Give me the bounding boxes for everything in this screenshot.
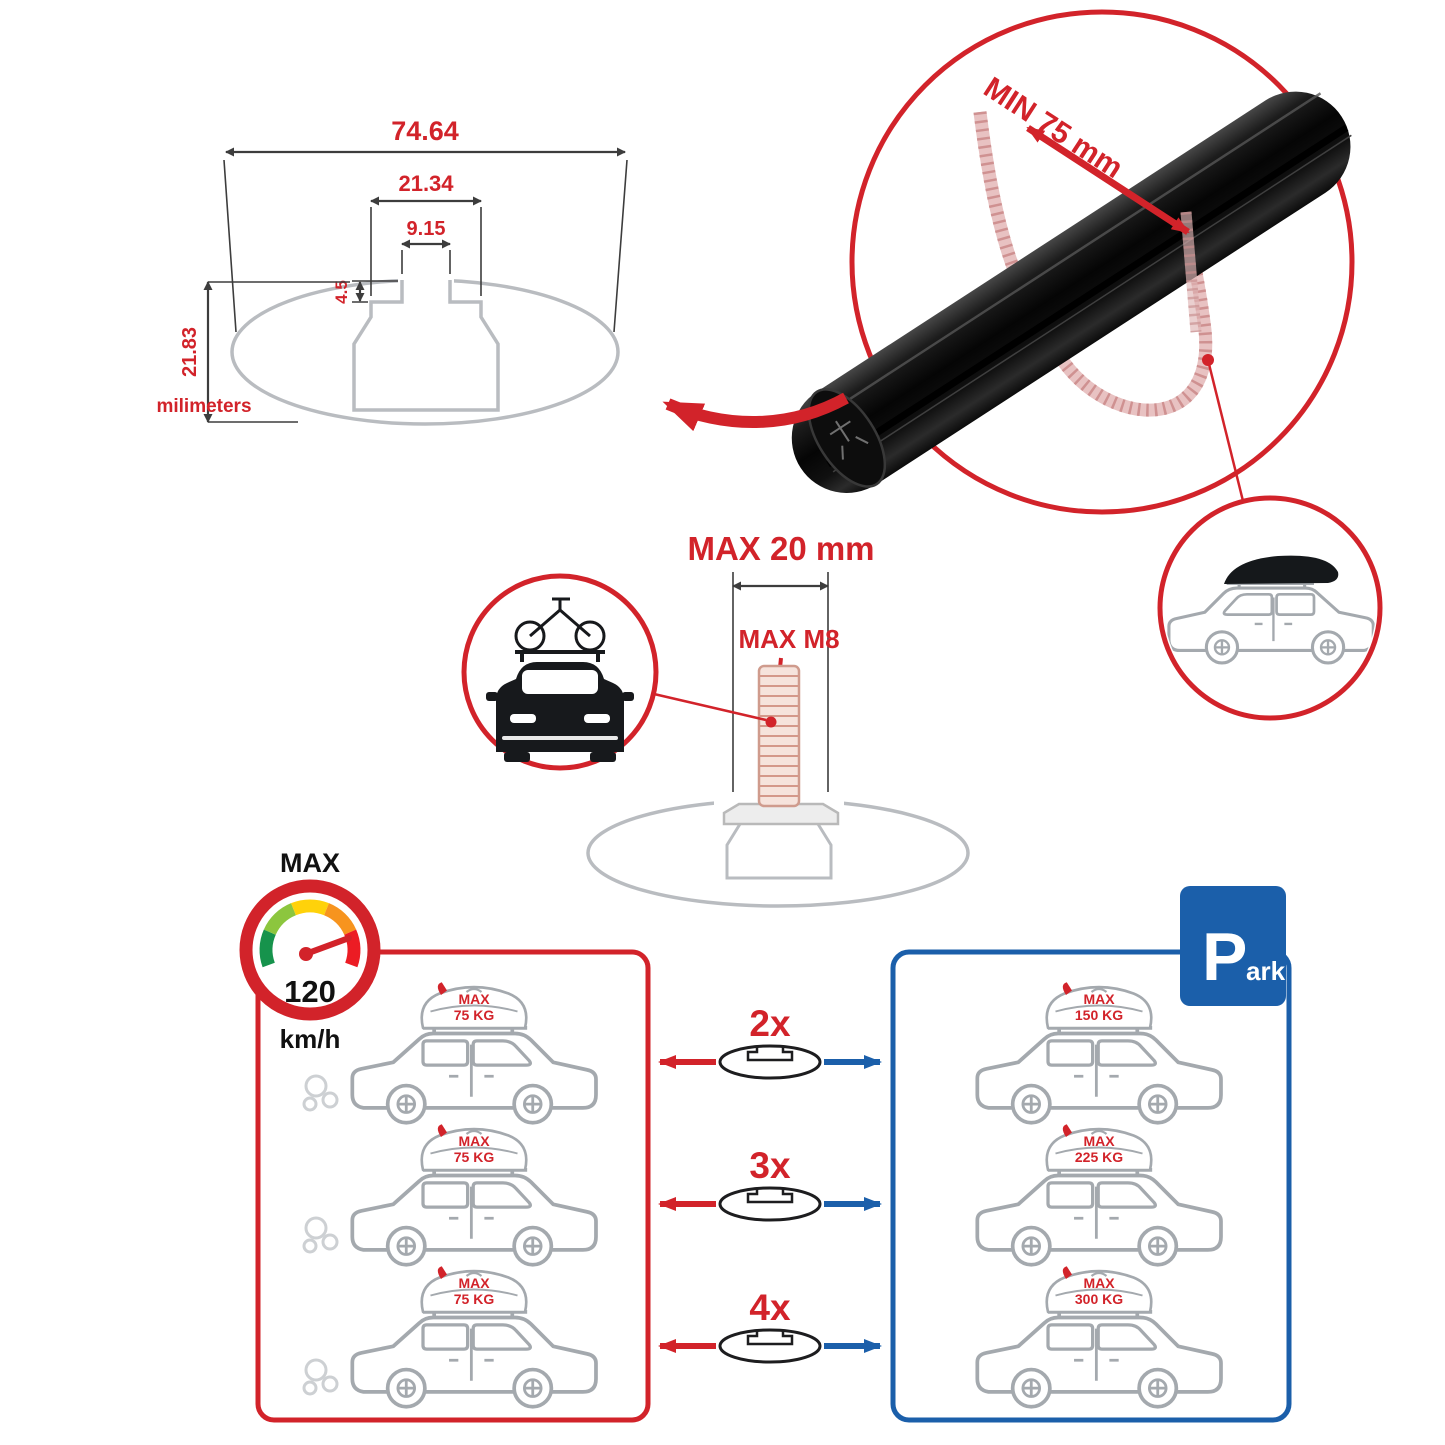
dim-total-width-value: 74.64 — [391, 116, 459, 146]
unit-label: milimeters — [156, 396, 251, 417]
bolt-width-ext — [732, 572, 829, 800]
bolt-spec-diagram: MAX 20 mm MAX M8 — [586, 530, 970, 908]
dim-opening-value: 9.15 — [407, 218, 446, 240]
min-span-arrow — [1026, 125, 1190, 235]
crossbar-count-2x: 2x — [658, 1003, 882, 1080]
dim-ext-lip — [352, 280, 398, 303]
clamp-pointer-line — [1206, 359, 1245, 502]
load-label: MAX — [458, 1275, 490, 1291]
load-value: 225 KG — [1075, 1149, 1123, 1165]
park-sign-letter: P — [1202, 919, 1247, 995]
detail-pointer-arrow — [662, 392, 849, 432]
gauge-max-label: MAX — [280, 848, 340, 878]
crossbar-count-3x: 3x — [658, 1145, 882, 1222]
load-value: 75 KG — [454, 1007, 495, 1023]
t-slot-nut — [722, 802, 840, 826]
parked-load-panel: MAX 150 KG MAX 225 KG MAX 300 KG P ark — [890, 886, 1292, 1423]
roofbox-suv-circle — [1157, 495, 1383, 721]
u-bolt-clamp — [973, 111, 1213, 417]
cross-section-dimension-diagram: 74.64 21.34 9.15 4.5 21.83 milimeters — [156, 116, 628, 426]
stud-pointer-dot — [765, 716, 777, 728]
bolt-max-length-label: MAX 20 mm — [687, 530, 874, 567]
load-label: MAX — [1083, 991, 1115, 1007]
park-sign-rest: ark — [1246, 956, 1286, 986]
bolt-max-thread-label: MAX M8 — [738, 624, 839, 654]
park-sign-plate — [1180, 886, 1286, 1006]
t-slot-channel-outline — [352, 280, 500, 412]
load-value: 150 KG — [1075, 1007, 1123, 1023]
load-label: MAX — [1083, 1133, 1115, 1149]
gauge-hub — [299, 947, 313, 961]
stud-threads — [759, 675, 799, 797]
multiplier-label: 4x — [749, 1287, 791, 1328]
bike-on-roof-icon — [514, 597, 606, 662]
dim-lip-value: 4.5 — [332, 280, 351, 304]
crossbar-detail-circle: MIN 75 mm — [662, 9, 1355, 515]
stud-pointer-line — [653, 692, 767, 722]
parked-car-row-2: MAX 225 KG — [975, 1122, 1223, 1267]
driving-car-row-3: MAX 75 KG — [302, 1264, 598, 1409]
parked-car-row-3: MAX 300 KG — [975, 1264, 1223, 1409]
multiplier-label: 2x — [749, 1003, 791, 1044]
crossbar-profile-ellipse — [230, 278, 620, 426]
profile-opening-mask — [398, 270, 454, 288]
parked-car-row-1: MAX 150 KG — [975, 980, 1223, 1125]
channel-web — [725, 823, 833, 880]
load-label: MAX — [458, 1133, 490, 1149]
dim-ext-opening — [401, 250, 451, 274]
driving-load-panel: MAX 75 KG MAX 75 KG MAX 75 KG — [255, 949, 651, 1423]
speed-limit-gauge: MAX 120 km/h — [239, 848, 381, 1054]
car-front-silhouette — [486, 662, 634, 762]
crossbar-count-4x: 4x — [658, 1287, 882, 1364]
gauge-color-arc — [259, 899, 361, 968]
park-sign: P ark — [1180, 886, 1286, 1006]
gauge-value: 120 — [284, 974, 336, 1009]
black-crossbar — [791, 91, 1352, 493]
driving-car-row-2: MAX 75 KG — [302, 1122, 598, 1267]
dim-ext-total-height — [208, 281, 350, 423]
driving-car-row-1: MAX 75 KG — [302, 980, 598, 1125]
dim-ext-total-width — [223, 159, 628, 333]
gauge-unit: km/h — [280, 1024, 341, 1054]
dim-total-height-value: 21.83 — [179, 327, 201, 377]
dim-channel-outer-value: 21.34 — [398, 171, 454, 196]
load-value: 75 KG — [454, 1149, 495, 1165]
bike-car-circle — [461, 573, 659, 771]
multiplier-label: 3x — [749, 1145, 791, 1186]
load-value: 75 KG — [454, 1291, 495, 1307]
load-label: MAX — [1083, 1275, 1115, 1291]
load-label: MAX — [458, 991, 490, 1007]
roof-box — [1224, 555, 1339, 584]
load-value: 300 KG — [1075, 1291, 1123, 1307]
